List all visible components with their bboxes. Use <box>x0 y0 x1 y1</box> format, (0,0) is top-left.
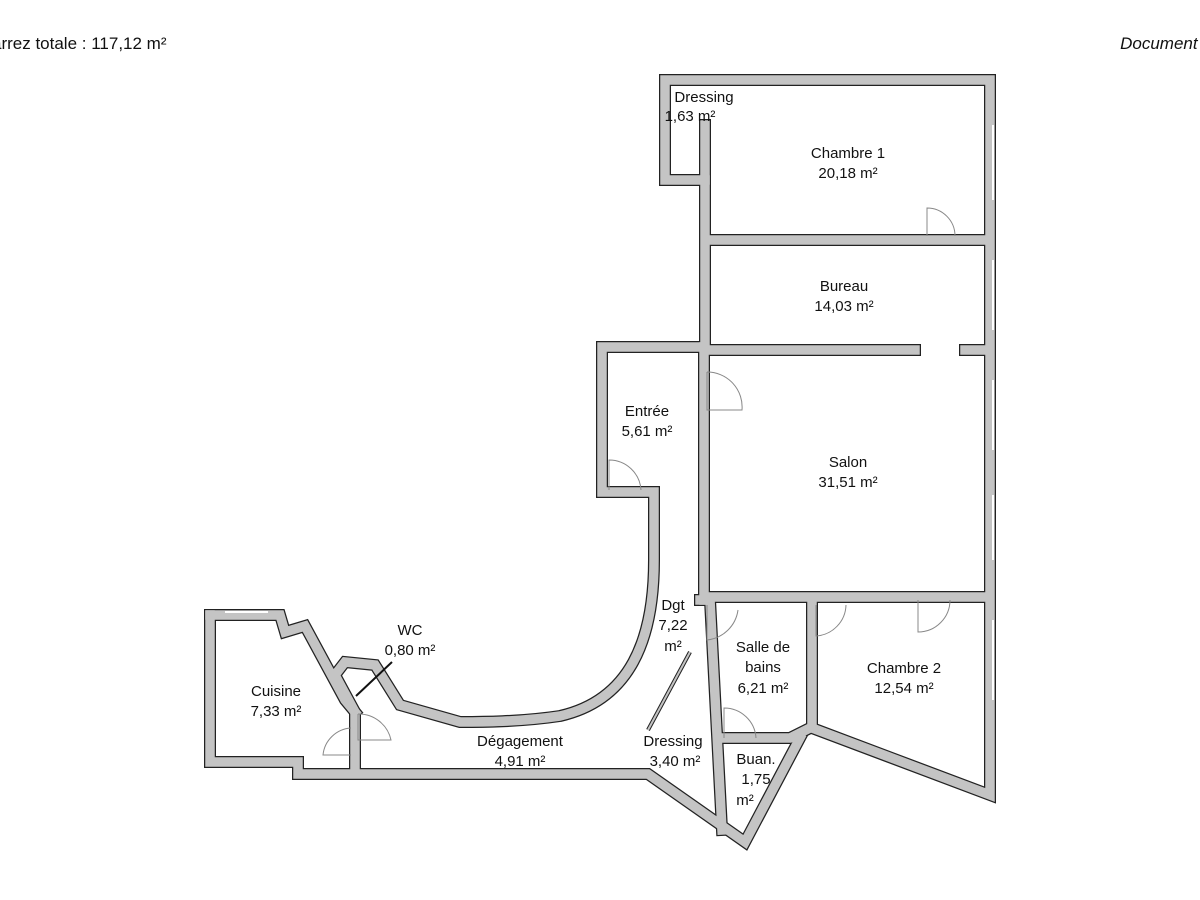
room-name-dressing-2: Dressing <box>643 733 702 750</box>
room-area-chambre-2: 12,54 m² <box>874 680 933 697</box>
room-name-cuisine: Cuisine <box>251 683 301 700</box>
room-area-dgt: 7,22 <box>658 617 687 634</box>
wall-segment <box>205 610 807 849</box>
room-area-buanderie: 1,75 <box>741 771 770 788</box>
doors <box>322 207 956 756</box>
walls <box>204 74 996 851</box>
room-name-salon: Salon <box>829 454 867 471</box>
total-area-label: arrez totale : 117,12 m² <box>0 34 167 53</box>
room-area-salon: 31,51 m² <box>818 474 877 491</box>
room-name-dgt: Dgt <box>661 597 685 614</box>
room-name-sdb-1: Salle de <box>736 639 790 656</box>
windows <box>225 125 994 700</box>
room-name-dressing-1: Dressing <box>674 89 733 106</box>
room-area-dressing-1: 1,63 m² <box>665 108 716 125</box>
document-note: Document r <box>1120 34 1200 53</box>
room-unit-buanderie: m² <box>736 792 754 809</box>
room-name-chambre-2: Chambre 2 <box>867 660 941 677</box>
room-name-entree: Entrée <box>625 403 669 420</box>
partition-wall <box>647 651 691 731</box>
room-name-wc: WC <box>398 622 423 639</box>
room-name-degagement: Dégagement <box>477 733 564 750</box>
room-area-wc: 0,80 m² <box>385 642 436 659</box>
room-area-degagement: 4,91 m² <box>495 753 546 770</box>
room-area-dressing-2: 3,40 m² <box>650 753 701 770</box>
room-area-entree: 5,61 m² <box>622 423 673 440</box>
room-area-bureau: 14,03 m² <box>814 298 873 315</box>
wall-segment <box>329 175 710 775</box>
room-area-cuisine: 7,33 m² <box>251 703 302 720</box>
wall-segment <box>205 610 362 719</box>
wall-segment <box>695 595 727 835</box>
room-name-buanderie: Buan. <box>736 751 775 768</box>
wall-segment <box>715 595 817 743</box>
room-area-chambre-1: 20,18 m² <box>818 165 877 182</box>
room-unit-dgt: m² <box>664 638 682 655</box>
room-name-chambre-1: Chambre 1 <box>811 145 885 162</box>
room-area-sdb: 6,21 m² <box>738 680 789 697</box>
room-name-sdb-2: bains <box>745 659 781 676</box>
room-name-bureau: Bureau <box>820 278 868 295</box>
